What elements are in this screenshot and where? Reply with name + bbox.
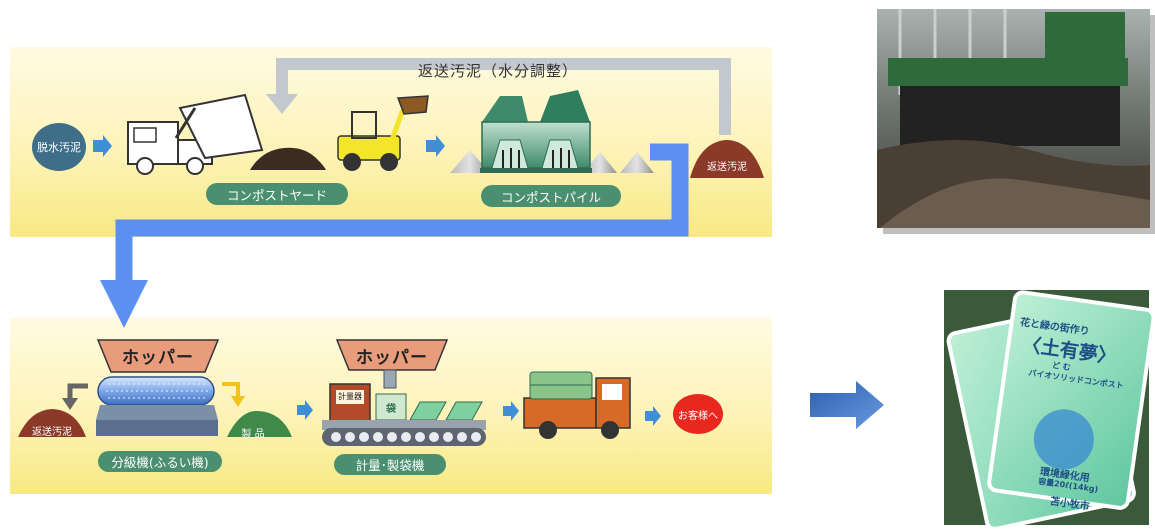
photo-1-frame xyxy=(877,9,1150,228)
return-sludge-top-label: 返送汚泥 xyxy=(707,162,747,173)
compost-pile-label: コンポストパイル xyxy=(481,185,621,207)
dump-truck-icon xyxy=(127,93,264,175)
product-arrow-icon xyxy=(222,382,240,398)
product-label: 製 品 xyxy=(241,429,265,440)
reject-arrow-icon xyxy=(67,383,88,400)
to-product-arrow-icon xyxy=(810,381,884,429)
sieve-drum-icon xyxy=(96,376,218,436)
product-bag-photo xyxy=(944,290,1155,531)
return-sludge-bottom-label: 返送汚泥 xyxy=(32,427,72,438)
return-sludge-mound-2-icon xyxy=(18,409,86,437)
hopper-1-label: ホッパー xyxy=(122,347,194,368)
compost-yard-label: コンポストヤード xyxy=(206,183,348,205)
delivery-truck-icon xyxy=(523,371,631,439)
compost-heap-icon xyxy=(250,147,326,170)
weigh-bag-machine-label: 計量･製袋機 xyxy=(334,454,446,475)
bag-label: 袋 xyxy=(386,404,396,415)
wheel-loader-icon xyxy=(337,95,429,171)
hopper-2-icon xyxy=(335,339,449,371)
scale-label: 計量器 xyxy=(338,392,362,401)
dewatered-sludge-label: 脱水汚泥 xyxy=(37,141,81,154)
product-mound-icon xyxy=(227,410,292,437)
sieve-machine-label: 分級機(ふるい機) xyxy=(98,451,222,472)
return-sludge-label: 返送汚泥（水分調整） xyxy=(418,62,579,80)
return-flow-arrow xyxy=(266,58,731,135)
return-sludge-mound-icon xyxy=(690,140,764,178)
to-customer-node: お客様へ xyxy=(673,394,723,434)
hopper-2-label: ホッパー xyxy=(356,347,428,368)
weighing-machine-icon xyxy=(322,383,486,446)
dewatered-sludge-node: 脱水汚泥 xyxy=(32,123,86,171)
compost-pile-machine-icon xyxy=(450,90,654,173)
compost-turner-photo xyxy=(877,9,1150,228)
small-flow-arrows xyxy=(93,135,661,426)
to-customer-label: お客様へ xyxy=(678,410,718,422)
hopper-1-icon xyxy=(96,339,220,373)
main-flow-arrow xyxy=(100,143,689,328)
